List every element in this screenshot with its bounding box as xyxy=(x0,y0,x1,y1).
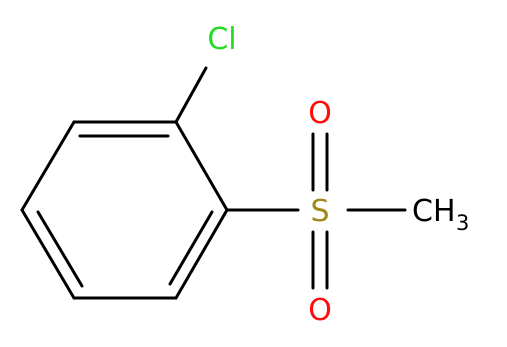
oxygen-bottom-label: O xyxy=(308,293,332,328)
ring-bond xyxy=(174,208,229,300)
ring-double-bond-inner xyxy=(36,210,84,288)
oxygen-top-label: O xyxy=(308,96,332,131)
sulfur-label: S xyxy=(310,194,329,229)
methyl-subscript: 3 xyxy=(456,211,469,235)
chlorine-label: Cl xyxy=(207,22,236,57)
ring-bond xyxy=(20,208,76,300)
ring-bond xyxy=(174,120,229,212)
ring-bond xyxy=(20,120,76,212)
c-cl-bond xyxy=(174,66,208,124)
methyl-label: CH xyxy=(412,194,456,229)
substituent-bonds xyxy=(174,66,407,290)
ring-double-bond-inner xyxy=(168,210,214,286)
benzene-ring xyxy=(20,120,229,300)
